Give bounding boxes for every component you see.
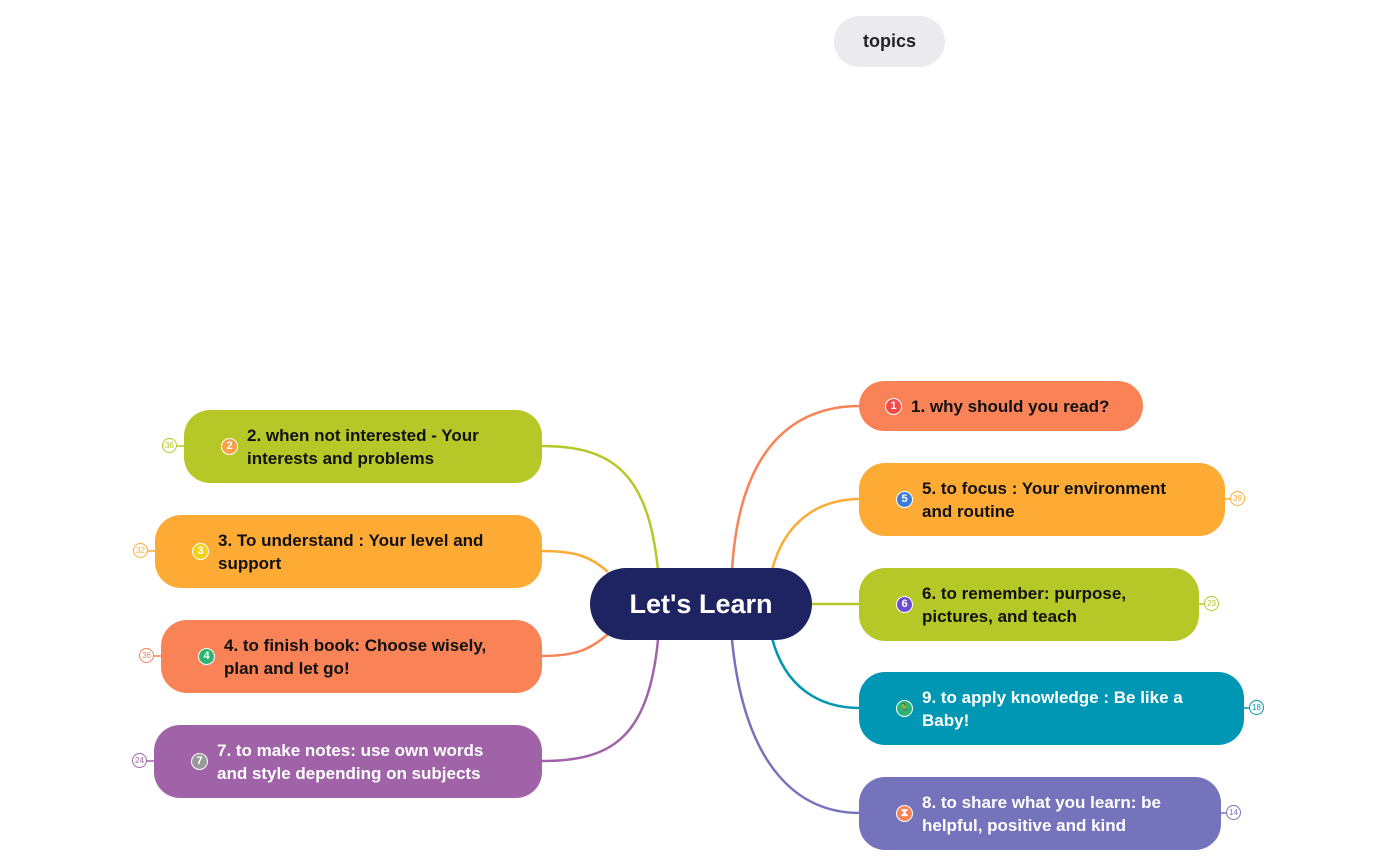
topic-node-label: 5. to focus : Your environment and routi… <box>922 478 1167 521</box>
number-3-icon: 3 <box>192 543 209 560</box>
collapsed-count-badge[interactable]: 36 <box>139 648 154 663</box>
topic-node-5[interactable]: 5 5. to focus : Your environment and rou… <box>859 463 1225 536</box>
number-6-icon: 6 <box>896 596 913 613</box>
topic-node-9[interactable]: 🏃 9. to apply knowledge : Be like a Baby… <box>859 672 1244 745</box>
collapsed-count-badge[interactable]: 39 <box>1230 491 1245 506</box>
number-4-icon: 4 <box>198 648 215 665</box>
topics-button[interactable]: topics <box>834 16 945 67</box>
number-7-icon: 7 <box>191 753 208 770</box>
number-5-icon: 5 <box>896 491 913 508</box>
link-node-4 <box>540 633 609 658</box>
running-person-icon: 🏃 <box>896 700 913 717</box>
link-node-1 <box>730 404 861 571</box>
topic-node-label: 9. to apply knowledge : Be like a Baby! <box>922 687 1183 730</box>
topic-node-label: 2. when not interested - Your interests … <box>247 425 479 468</box>
topic-node-1[interactable]: 1 1. why should you read? <box>859 381 1143 431</box>
number-1-icon: 1 <box>885 397 902 415</box>
hourglass-icon: ⧗ <box>896 805 913 822</box>
topic-node-label: 6. to remember: purpose, pictures, and t… <box>922 583 1127 626</box>
topic-node-8[interactable]: ⧗ 8. to share what you learn: be helpful… <box>859 777 1221 850</box>
collapsed-count-badge[interactable]: 24 <box>132 753 147 768</box>
link-node-5 <box>770 497 861 571</box>
collapsed-count-badge[interactable]: 36 <box>162 438 177 453</box>
link-node-2 <box>540 444 660 571</box>
topic-node-4[interactable]: 4 4. to finish book: Choose wisely, plan… <box>161 620 542 693</box>
topic-node-label: 7. to make notes: use own words and styl… <box>217 740 484 783</box>
link-node-9 <box>770 637 861 710</box>
topic-node-label: 3. To understand : Your level and suppor… <box>218 530 484 573</box>
collapsed-count-badge[interactable]: 32 <box>133 543 148 558</box>
number-2-icon: 2 <box>221 438 238 455</box>
topic-node-7[interactable]: 7 7. to make notes: use own words and st… <box>154 725 542 798</box>
link-node-3 <box>540 549 609 573</box>
link-node-7 <box>540 639 660 763</box>
collapsed-count-badge[interactable]: 23 <box>1204 596 1219 611</box>
topic-node-6[interactable]: 6 6. to remember: purpose, pictures, and… <box>859 568 1199 641</box>
topic-node-3[interactable]: 3 3. To understand : Your level and supp… <box>155 515 542 588</box>
topic-node-2[interactable]: 2 2. when not interested - Your interest… <box>184 410 542 483</box>
topic-node-label: 4. to finish book: Choose wisely, plan a… <box>224 635 487 678</box>
central-topic[interactable]: Let's Learn <box>590 568 812 640</box>
collapsed-count-badge[interactable]: 18 <box>1249 700 1264 715</box>
topic-node-label: 1. why should you read? <box>911 396 1110 416</box>
collapsed-count-badge[interactable]: 14 <box>1226 805 1241 820</box>
topic-node-label: 8. to share what you learn: be helpful, … <box>922 792 1162 835</box>
link-node-8 <box>730 639 861 815</box>
